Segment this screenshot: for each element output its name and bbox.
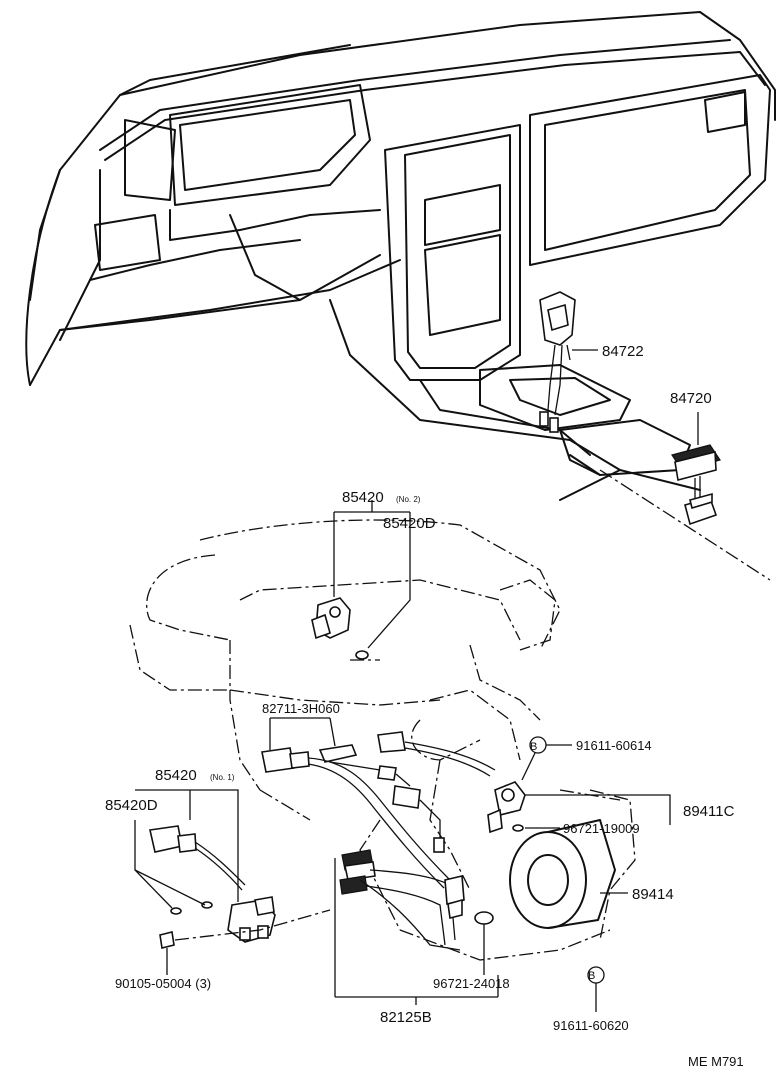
label-85420D-left: 85420D — [105, 797, 158, 814]
label-82711-3H060: 82711-3H060 — [262, 701, 340, 716]
label-85420-no2-sub: (No. 2) — [396, 495, 421, 504]
label-89411C: 89411C — [683, 803, 735, 820]
label-91611-60614: 91611-60614 — [576, 738, 652, 753]
label-96721-24018: 96721-24018 — [433, 976, 510, 991]
part-84720-switch — [671, 412, 721, 526]
diagram-code: ME M791 — [688, 1054, 744, 1069]
part-89411C-sensor — [487, 781, 671, 834]
part-82125B-wire-harness — [261, 731, 499, 1005]
label-89414: 89414 — [632, 886, 674, 903]
marker-B-bottom: B — [588, 970, 595, 982]
label-85420-no1-sub: (No. 1) — [210, 773, 235, 782]
part-84722-shift-switch — [539, 291, 598, 433]
part-96721-24018-grommet — [474, 911, 494, 975]
label-96721-19009: 96721-19009 — [563, 821, 640, 836]
engine-illustration — [129, 519, 636, 961]
part-85420-no2-sensor — [311, 500, 411, 660]
marker-B-top: B — [530, 741, 537, 753]
part-85420-no1-sensor — [134, 789, 331, 975]
label-84722: 84722 — [602, 343, 644, 360]
part-82711-clamp — [269, 717, 358, 763]
label-85420-no1: 85420 — [155, 767, 197, 784]
label-90105-05004: 90105-05004 (3) — [115, 976, 211, 991]
label-85420-no2: 85420 — [342, 489, 384, 506]
bolt-marker-top — [521, 736, 572, 781]
label-91611-60620: 91611-60620 — [553, 1018, 629, 1033]
label-85420D-top: 85420D — [383, 515, 436, 532]
bolt-marker-bottom — [587, 966, 605, 1012]
label-84720: 84720 — [670, 390, 712, 407]
dashboard-illustration — [25, 11, 776, 581]
label-82125B: 82125B — [380, 1009, 432, 1026]
